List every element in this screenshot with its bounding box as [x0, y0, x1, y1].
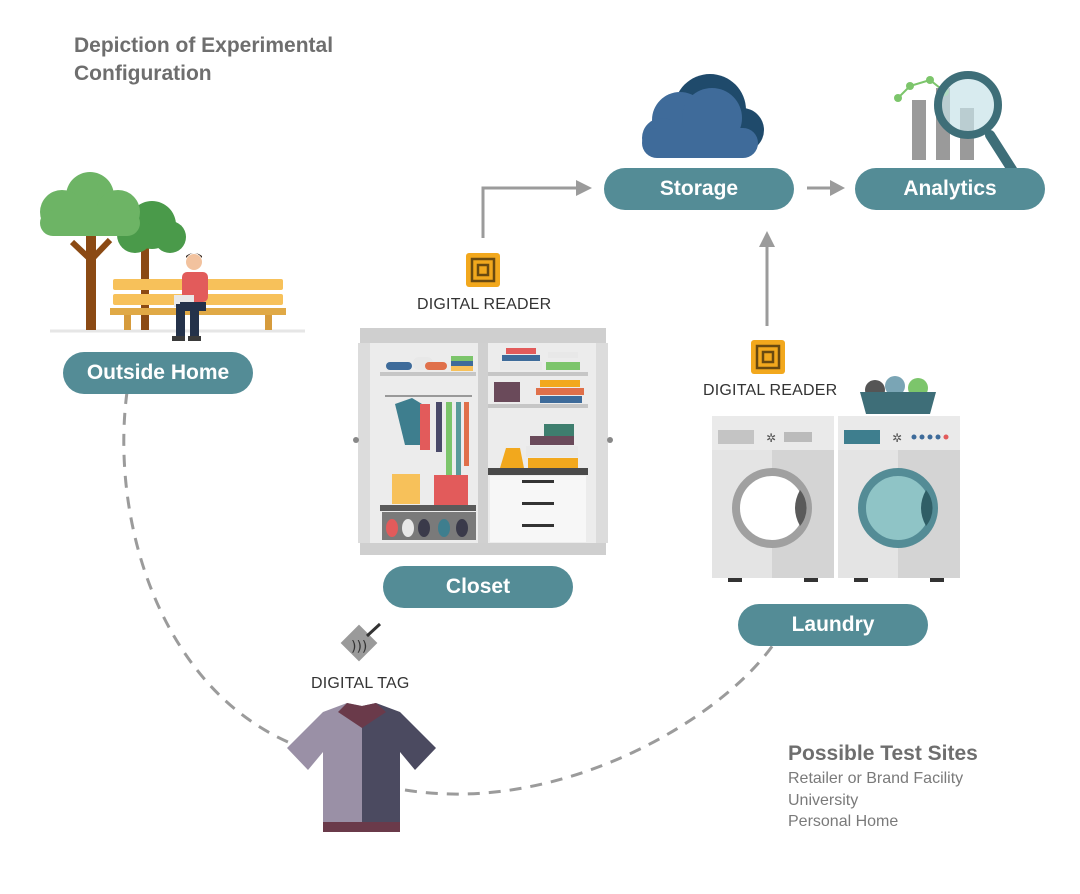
digital-reader-icon-laundry [751, 340, 785, 374]
park-illustration [40, 172, 305, 341]
digital-tag-icon: ))) [340, 622, 382, 662]
node-closet: Closet [383, 566, 573, 608]
laundry-illustration: ✲ ✲ [712, 376, 960, 582]
svg-text:✲: ✲ [766, 431, 776, 445]
test-sites-list: Retailer or Brand Facility University Pe… [788, 768, 963, 833]
analytics-magnifier-icon [894, 71, 1025, 187]
page-title: Depiction of Experimental Configuration [74, 34, 334, 85]
digital-tag-label: DIGITAL TAG [311, 675, 410, 692]
dashed-flow-path [122, 391, 296, 747]
node-storage: Storage [604, 168, 794, 210]
svg-text:))): ))) [351, 639, 367, 655]
test-sites-heading: Possible Test Sites [788, 742, 978, 765]
test-site-item: Retailer or Brand Facility [788, 770, 964, 787]
node-outside-home: Outside Home [63, 352, 253, 394]
arrow-closet-to-storage [481, 180, 592, 238]
cloud-icon [642, 74, 764, 158]
digital-reader-icon-closet [466, 253, 500, 287]
arrow-laundry-to-storage [759, 231, 775, 326]
node-laundry: Laundry [738, 604, 928, 646]
node-analytics: Analytics [855, 168, 1045, 210]
digital-reader-label-closet: DIGITAL READER [417, 296, 552, 313]
digital-reader-label-laundry: DIGITAL READER [703, 382, 838, 399]
dashed-flow-path-return [404, 644, 775, 796]
closet-illustration [353, 328, 613, 555]
arrow-storage-to-analytics [807, 180, 845, 196]
shirt-illustration [287, 703, 436, 832]
test-site-item: University [788, 791, 859, 809]
test-site-item: Personal Home [788, 813, 899, 830]
svg-text:✲: ✲ [892, 431, 902, 445]
